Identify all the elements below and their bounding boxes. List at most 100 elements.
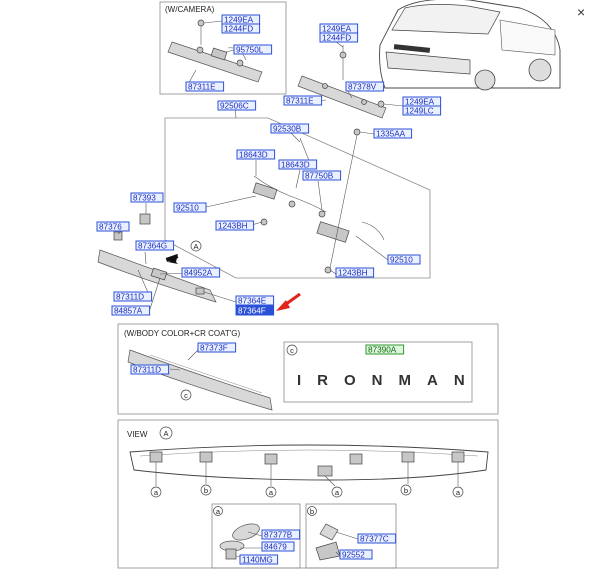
callout-letter-a-3: a — [335, 488, 340, 497]
part-number-87364f[interactable]: 87364F — [235, 305, 275, 316]
part-number-text: 92510 — [390, 256, 413, 265]
part-number-text: 87364G — [138, 242, 167, 251]
part-number-1249lc[interactable]: 1249LC — [402, 105, 442, 116]
part-number-87750b[interactable]: 87750B — [302, 170, 342, 181]
harness-assembly-box — [164, 117, 431, 279]
part-number-text: 87373F — [200, 344, 228, 353]
part-number-text: 1140MG — [242, 556, 273, 565]
part-number-92552[interactable]: 92552 — [339, 549, 373, 560]
callout-letter-b-1: b — [204, 486, 208, 495]
emblem-box — [283, 341, 473, 403]
part-number-87376[interactable]: 87376 — [96, 221, 130, 232]
part-number-text: 87376 — [99, 223, 122, 232]
part-number-92510[interactable]: 92510 — [173, 202, 207, 213]
part-number-95750l[interactable]: 95750L — [233, 44, 273, 55]
callout-circle-c — [180, 389, 192, 401]
part-number-text: 87311D — [133, 366, 161, 375]
part-number-87373f[interactable]: 87373F — [197, 342, 237, 353]
part-number-1249ea[interactable]: 1249EA — [319, 23, 359, 34]
part-number-text: 84857A — [114, 307, 143, 316]
callout-circle-c-emblem — [286, 344, 298, 356]
part-number-87390a[interactable]: 87390A — [365, 344, 405, 355]
close-icon[interactable]: × — [577, 4, 585, 20]
part-number-92510[interactable]: 92510 — [387, 254, 421, 265]
callout-circle-view-a — [190, 240, 202, 252]
part-number-text: 87311D — [116, 293, 144, 302]
part-number-87311e[interactable]: 87311E — [283, 95, 323, 106]
highlight-arrow-icon — [276, 292, 301, 311]
part-number-text: 92506C — [220, 102, 249, 111]
part-number-1243bh[interactable]: 1243BH — [215, 220, 255, 231]
part-number-18643d[interactable]: 18643D — [278, 159, 318, 170]
callout-letter-a-1: a — [154, 488, 159, 497]
ironman-emblem: IRONMAN — [297, 372, 481, 389]
view-a-letter: A — [163, 429, 168, 438]
clip-detail-b-part — [315, 523, 341, 561]
arrow-view-a-icon — [165, 254, 179, 264]
part-number-text: 1243BH — [218, 222, 248, 231]
part-number-text: 1244FD — [224, 25, 253, 34]
part-number-text: 87311E — [188, 83, 216, 92]
view-label: VIEW — [127, 430, 148, 439]
part-number-text: 1249EA — [224, 16, 254, 25]
callout-letter-c: c — [184, 391, 188, 400]
part-number-1249ea[interactable]: 1249EA — [221, 14, 261, 25]
part-number-1244fd[interactable]: 1244FD — [319, 32, 359, 43]
part-number-text: 84679 — [264, 543, 287, 552]
part-number-text: 1249LC — [405, 107, 434, 116]
part-number-87364g[interactable]: 87364G — [135, 240, 175, 251]
fastener-callouts: a b a a b a — [150, 462, 464, 498]
part-number-87311e[interactable]: 87311E — [185, 81, 225, 92]
part-number-text: 87377C — [360, 535, 389, 544]
part-number-84679[interactable]: 84679 — [261, 541, 295, 552]
part-number-text: 1249EA — [322, 25, 352, 34]
part-number-text: 18643D — [281, 161, 310, 170]
callout-letter-c-emblem: c — [290, 346, 294, 355]
part-number-1335aa[interactable]: 1335AA — [373, 128, 413, 139]
body-color-section-label: (W/BODY COLOR+CR COAT'G) — [124, 329, 240, 338]
part-number-1249ea[interactable]: 1249EA — [402, 96, 442, 107]
part-number-87364e[interactable]: 87364E — [235, 295, 275, 306]
upper-bracket-part — [297, 45, 387, 119]
part-number-text: 87377B — [264, 531, 293, 540]
part-number-text: 87750B — [305, 172, 334, 181]
body-color-option-box — [117, 323, 499, 415]
part-number-text: 87311E — [286, 97, 314, 106]
part-number-1140mg[interactable]: 1140MG — [239, 554, 279, 565]
part-number-1244fd[interactable]: 1244FD — [221, 23, 261, 34]
part-number-text: 87364E — [238, 297, 267, 306]
part-number-text: 87378V — [348, 83, 377, 92]
part-number-87378v[interactable]: 87378V — [345, 81, 385, 92]
part-number-18643d[interactable]: 18643D — [236, 149, 276, 160]
part-number-92506c[interactable]: 92506C — [217, 100, 257, 111]
callout-letter-a-2: a — [269, 488, 274, 497]
part-number-text: 92552 — [342, 551, 365, 560]
part-number-87311d[interactable]: 87311D — [113, 291, 153, 302]
detail-a-letter: a — [216, 507, 221, 516]
part-number-text: 1243BH — [338, 269, 368, 278]
part-number-text: 95750L — [236, 46, 264, 55]
part-number-text: 1249EA — [405, 98, 435, 107]
camera-option-box — [159, 1, 287, 95]
callout-letter-a-4: a — [456, 488, 461, 497]
wiring-harness-part — [252, 128, 385, 274]
part-number-87377b[interactable]: 87377B — [261, 529, 301, 540]
part-number-text: 18643D — [239, 151, 268, 160]
part-number-text: 92510 — [176, 204, 199, 213]
tailgate-garnish-part — [97, 213, 217, 303]
part-number-87393[interactable]: 87393 — [130, 192, 164, 203]
detail-b-letter: b — [310, 507, 314, 516]
part-number-87377c[interactable]: 87377C — [357, 533, 397, 544]
vehicle-rear-illustration — [379, 0, 561, 91]
part-number-84857a[interactable]: 84857A — [111, 305, 151, 316]
callout-circle-view-a-title — [159, 426, 173, 440]
view-a-box — [117, 419, 499, 569]
part-number-92530b[interactable]: 92530B — [270, 123, 310, 134]
part-number-87311d[interactable]: 87311D — [130, 364, 170, 375]
part-number-text: 92530B — [273, 125, 302, 134]
part-number-84952a[interactable]: 84952A — [181, 267, 221, 278]
callout-letter-A: A — [193, 242, 198, 251]
part-number-1243bh[interactable]: 1243BH — [335, 267, 375, 278]
part-number-text: 1335AA — [376, 130, 406, 139]
